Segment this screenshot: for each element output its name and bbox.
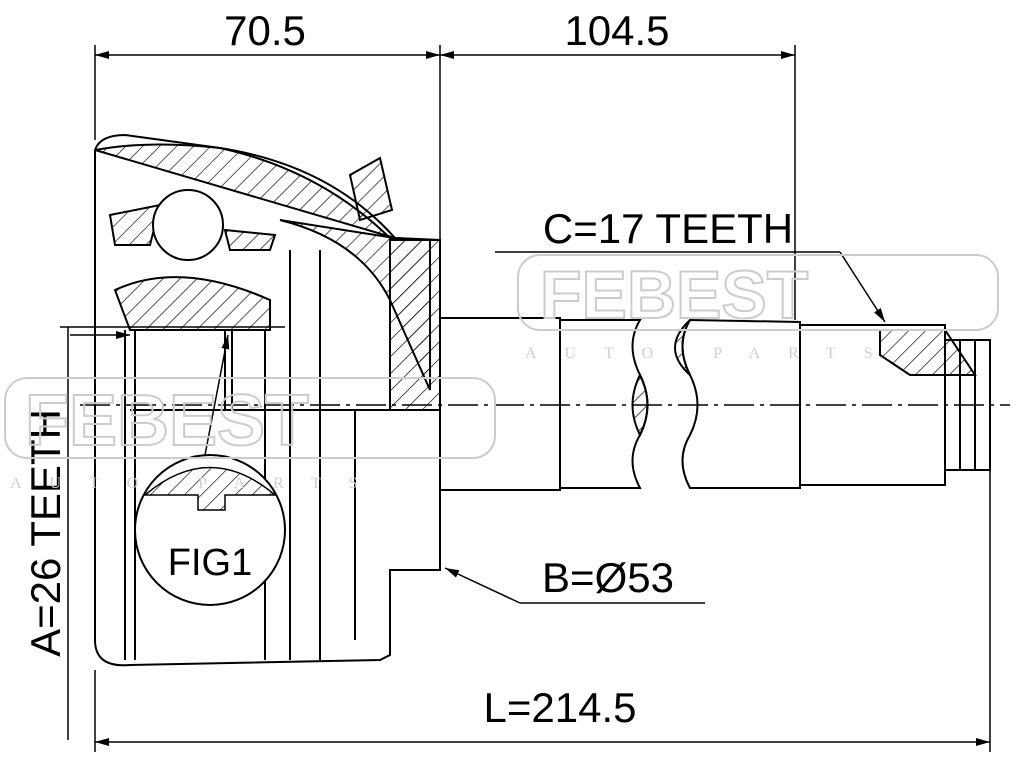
fig1-label: FIG1 bbox=[168, 542, 252, 584]
dim-104-5: 104.5 bbox=[564, 7, 669, 54]
dimension-lines bbox=[60, 45, 991, 752]
watermark-left: FEBEST AUTO PARTS bbox=[4, 377, 496, 492]
dim-70-5: 70.5 bbox=[224, 7, 306, 54]
dim-inner-spline: C=17 TEETH bbox=[543, 205, 793, 252]
svg-text:AUTO PARTS: AUTO PARTS bbox=[10, 475, 386, 492]
svg-text:FEBEST: FEBEST bbox=[540, 257, 808, 333]
watermark-right: FEBEST AUTO PARTS bbox=[517, 254, 999, 362]
fig1-detail: FIG1 bbox=[134, 334, 286, 606]
dim-abs-diameter: B=Ø53 bbox=[542, 554, 674, 601]
svg-text:AUTO PARTS: AUTO PARTS bbox=[525, 345, 901, 362]
dim-overall-length: L=214.5 bbox=[484, 684, 637, 731]
dim-outer-spline: A=26 TEETH bbox=[22, 409, 69, 657]
svg-text:FEBEST: FEBEST bbox=[25, 381, 309, 461]
